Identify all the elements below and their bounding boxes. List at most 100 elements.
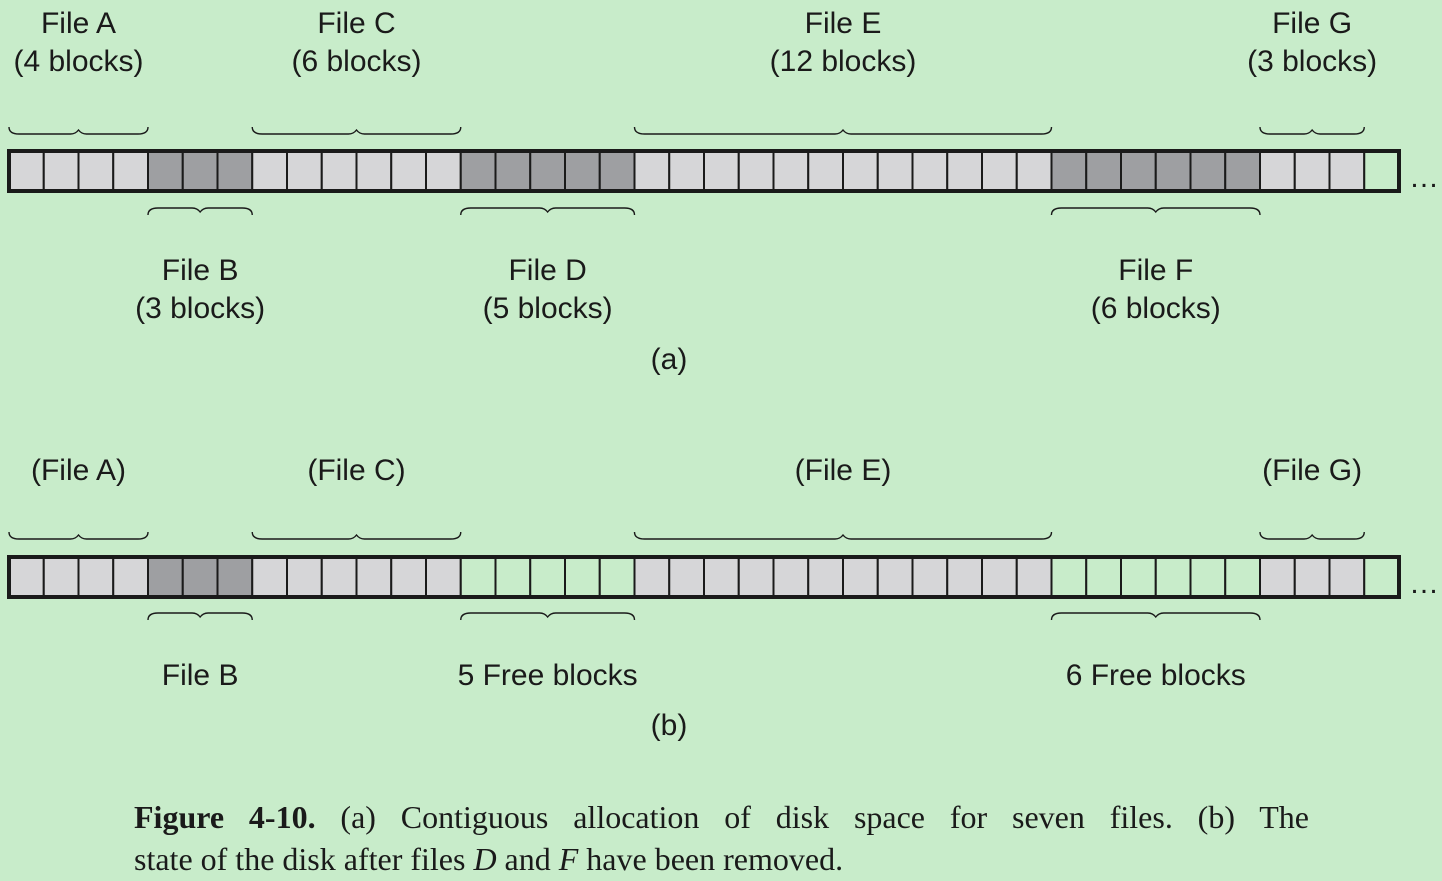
file-d-brace — [460, 612, 636, 621]
disk-block-14 — [459, 150, 497, 192]
disk-block-17 — [564, 150, 601, 192]
disk-block-20 — [668, 556, 705, 598]
file-b-size: (3 blocks) — [135, 292, 265, 325]
caption-line-2: state of the disk after files D and F ha… — [134, 838, 1309, 880]
file-b-brace — [147, 612, 253, 621]
file-a-brace — [8, 531, 149, 540]
disk-block-35 — [1189, 556, 1227, 598]
disk-block-12 — [390, 556, 427, 598]
file-f-brace — [1050, 612, 1261, 621]
panel-b: (File A)File B(File C)5 Free blocks(File… — [7, 454, 1439, 742]
disk-block-11 — [355, 556, 393, 598]
file-f-italic: F — [558, 841, 579, 877]
file-e-brace — [633, 126, 1053, 135]
file-d-size: (5 blocks) — [483, 292, 613, 325]
disk-block-6 — [181, 556, 219, 598]
disk-block-7 — [216, 556, 254, 598]
disk-block-22 — [737, 150, 775, 192]
file-f-label: 6 Free blocks — [1066, 659, 1246, 692]
disk-block-29 — [981, 150, 1018, 192]
file-g-size: (3 blocks) — [1247, 45, 1377, 78]
disk-block-30 — [1015, 556, 1053, 598]
disk-block-18 — [598, 150, 636, 192]
disk-block-16 — [529, 556, 566, 598]
file-a-brace — [8, 126, 149, 135]
ellipsis: … — [1409, 161, 1439, 194]
disk-block-36 — [1224, 556, 1261, 598]
file-a-size: (4 blocks) — [13, 45, 143, 78]
file-c-brace — [251, 126, 462, 135]
disk-block-30 — [1015, 150, 1053, 192]
disk-block-29 — [981, 556, 1018, 598]
disk-block-33 — [1120, 150, 1157, 192]
disk-block-2 — [42, 150, 80, 192]
disk-block-2 — [42, 556, 80, 598]
disk-block-11 — [355, 150, 393, 192]
caption-line-1: Figure 4-10. (a) Contiguous allocation o… — [134, 796, 1309, 838]
figure-number: Figure 4-10. — [134, 799, 316, 835]
panel-a: File A(4 blocks)File B(3 blocks)File C(6… — [7, 7, 1439, 376]
ellipsis: … — [1409, 567, 1439, 600]
file-c-label: File C — [317, 7, 395, 40]
file-c-brace — [251, 531, 462, 540]
file-c-size: (6 blocks) — [291, 45, 421, 78]
caption-text-1: (a) Contiguous allocation of disk space … — [315, 799, 1310, 835]
disk-block-32 — [1085, 150, 1122, 192]
disk-block-38 — [1293, 556, 1331, 598]
disk-block-27 — [911, 556, 949, 598]
disk-block-26 — [876, 150, 914, 192]
disk-block-3 — [77, 150, 115, 192]
disk-block-15 — [494, 150, 532, 192]
disk-block-36 — [1224, 150, 1261, 192]
panel-label: (b) — [651, 709, 688, 742]
file-g-label: File G — [1272, 7, 1352, 40]
file-e-label: (File E) — [795, 454, 892, 487]
disk-block-24 — [807, 150, 844, 192]
file-a-label: (File A) — [31, 454, 126, 487]
file-d-label: File D — [508, 254, 586, 287]
disk-block-21 — [703, 556, 740, 598]
disk-block-24 — [807, 556, 844, 598]
disk-block-33 — [1120, 556, 1157, 598]
file-b-brace — [147, 207, 253, 216]
file-d-brace — [460, 207, 636, 216]
panel-label: (a) — [651, 343, 688, 376]
disk-block-25 — [842, 556, 879, 598]
disk-block-3 — [77, 556, 115, 598]
disk-block-1 — [8, 150, 45, 192]
disk-block-31 — [1050, 556, 1088, 598]
disk-block-15 — [494, 556, 532, 598]
file-b-label: File B — [162, 254, 239, 287]
file-d-label: 5 Free blocks — [458, 659, 638, 692]
disk-block-10 — [320, 556, 358, 598]
disk-block-39 — [1328, 556, 1366, 598]
disk-block-8 — [251, 556, 288, 598]
file-e-label: File E — [805, 7, 882, 40]
disk-block-1 — [8, 556, 45, 598]
disk-block-6 — [181, 150, 219, 192]
disk-block-28 — [946, 556, 983, 598]
disk-block-5 — [147, 556, 184, 598]
disk-block-7 — [216, 150, 254, 192]
disk-strip-outline — [7, 149, 1401, 193]
disk-block-18 — [598, 556, 636, 598]
disk-block-27 — [911, 150, 949, 192]
disk-block-35 — [1189, 150, 1227, 192]
file-f-brace — [1050, 207, 1261, 216]
disk-block-21 — [703, 150, 740, 192]
disk-block-10 — [320, 150, 358, 192]
disk-block-34 — [1154, 556, 1192, 598]
disk-block-26 — [876, 556, 914, 598]
disk-block-34 — [1154, 150, 1192, 192]
file-c-label: (File C) — [307, 454, 405, 487]
file-e-size: (12 blocks) — [770, 45, 917, 78]
file-e-brace — [633, 531, 1053, 540]
disk-block-5 — [147, 150, 184, 192]
disk-block-12 — [390, 150, 427, 192]
file-g-label: (File G) — [1262, 454, 1362, 487]
caption-text-3: have been removed. — [578, 841, 844, 877]
disk-block-38 — [1293, 150, 1331, 192]
file-g-brace — [1259, 531, 1365, 540]
disk-strip-outline — [7, 555, 1401, 599]
